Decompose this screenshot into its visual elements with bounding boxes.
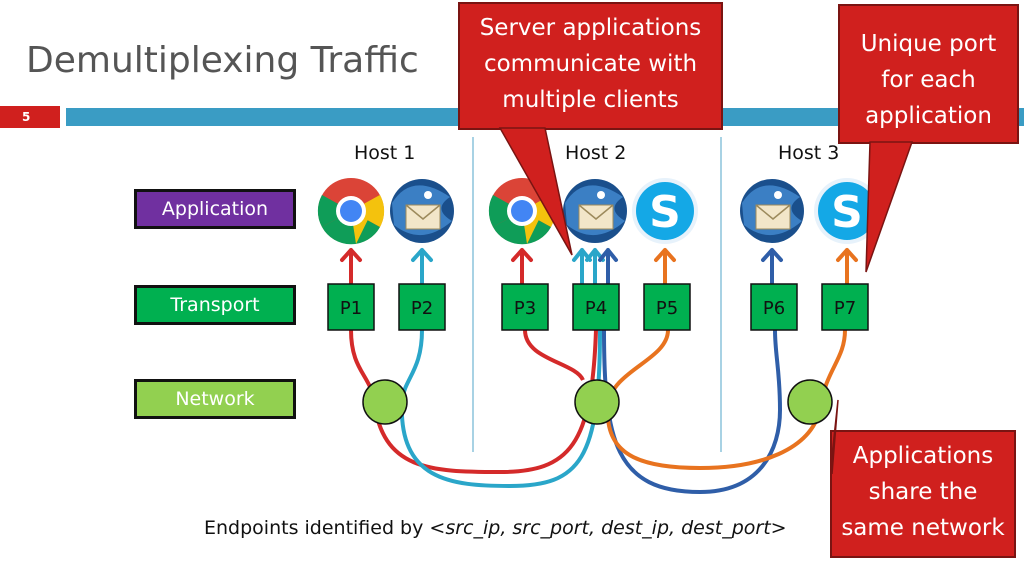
svg-text:S: S (649, 187, 681, 238)
chrome-icon (317, 178, 385, 245)
arrow-p2 (411, 248, 433, 285)
arrow-p6 (761, 248, 783, 285)
callout-line: share the (868, 479, 978, 505)
server-callout-pointer (498, 127, 573, 256)
footer-prefix: Endpoints identified by (204, 517, 430, 539)
network-layer-label: Network (134, 379, 296, 419)
router-host1 (362, 379, 408, 425)
arrow-p4-c (598, 248, 618, 285)
route-p2-p4 (399, 329, 602, 489)
callout-line: Server applications (479, 15, 702, 41)
unique-callout-pointer (865, 141, 914, 273)
host-3-label: Host 3 (778, 142, 840, 164)
transport-layer-label: Transport (134, 285, 296, 325)
port-box-p5 (643, 283, 691, 331)
port-label: P4 (585, 298, 607, 319)
skype-icon: S (814, 178, 880, 244)
footer-text: Endpoints identified by <src_ip, src_por… (204, 517, 787, 539)
arrow-p1 (340, 248, 362, 285)
port-box-p4 (572, 283, 620, 331)
callout-unique-port: Unique port for each application (838, 4, 1019, 144)
router-host2 (574, 379, 620, 425)
port-label: P2 (411, 298, 433, 319)
callout-line: same network (841, 515, 1005, 541)
port-label: P3 (514, 298, 536, 319)
callout-share-network: Applications share the same network (830, 430, 1016, 558)
thunderbird-icon (390, 179, 454, 243)
port-box-p2 (398, 283, 446, 331)
port-label: P6 (763, 298, 785, 319)
port-box-p1 (327, 283, 375, 331)
arrow-p5 (654, 248, 676, 285)
thunderbird-icon (740, 179, 804, 243)
route-p3 (523, 329, 585, 382)
port-box-p3 (501, 283, 549, 331)
callout-line: communicate with (483, 51, 698, 77)
port-label: P1 (340, 298, 362, 319)
callout-server-applications: Server applications communicate with mul… (458, 2, 723, 130)
arrow-p3 (511, 248, 533, 285)
port-label: P5 (656, 298, 678, 319)
host-1-label: Host 1 (354, 142, 416, 164)
callout-line: Applications (852, 443, 994, 469)
slide-number: 5 (0, 106, 60, 128)
chrome-icon (488, 178, 556, 245)
arrow-p7 (836, 248, 858, 285)
thunderbird-icon (563, 179, 627, 243)
host-2-label: Host 2 (565, 142, 627, 164)
route-p1-p4 (349, 329, 598, 475)
share-callout-pointer (831, 399, 839, 475)
callout-line: multiple clients (502, 87, 679, 113)
callout-line: application (865, 103, 992, 129)
callout-line: Unique port (860, 31, 997, 57)
callout-line: for each (881, 67, 976, 93)
skype-icon: S (632, 178, 698, 244)
router-host3 (787, 379, 833, 425)
port-box-p7 (821, 283, 869, 331)
application-layer-label: Application (134, 189, 296, 229)
page-title: Demultiplexing Traffic (26, 40, 419, 81)
port-box-p6 (750, 283, 798, 331)
footer-tuple: <src_ip, src_port, dest_ip, dest_port> (429, 517, 787, 539)
port-label: P7 (834, 298, 856, 319)
svg-text:S: S (831, 187, 863, 238)
